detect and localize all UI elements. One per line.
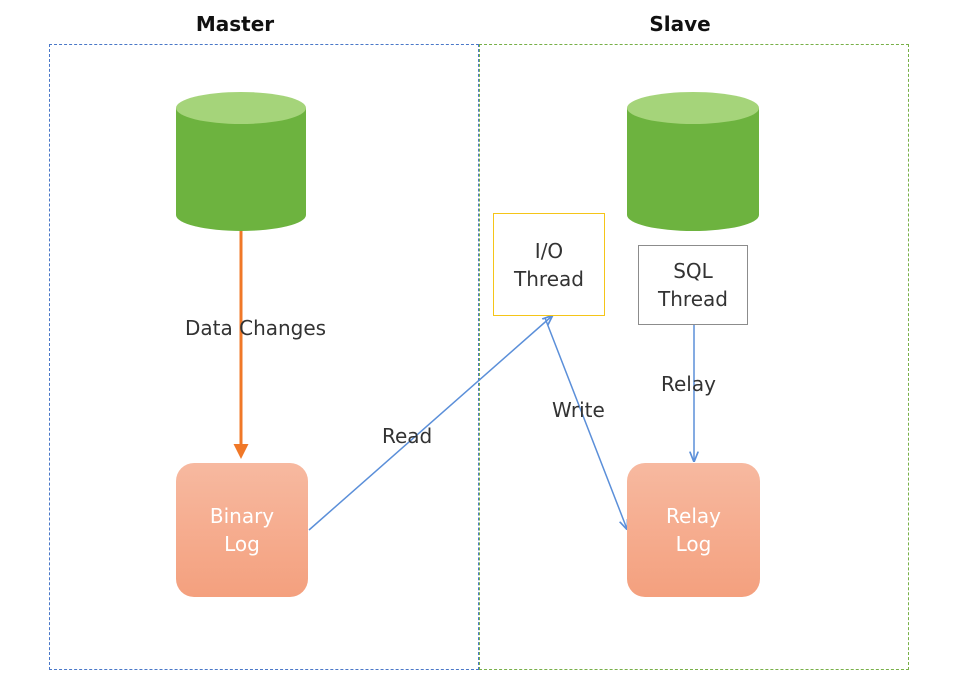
binary-log-label-line1: Binary [209, 504, 275, 528]
relay-log-label-line1: Relay [666, 504, 721, 528]
io-thread-label-line2: Thread [514, 266, 584, 291]
relay-label: Relay [661, 372, 716, 396]
io-thread-box: I/O Thread [493, 213, 605, 316]
sql-thread-box: SQL Thread [638, 245, 748, 325]
read-label: Read [382, 424, 433, 448]
relay-log-label-line2: Log [675, 532, 712, 556]
slave-title: Slave [649, 12, 711, 36]
data-changes-label: Data Changes [185, 316, 327, 340]
write-label: Write [552, 398, 605, 422]
sql-thread-label-line2: Thread [658, 287, 728, 311]
sql-thread-label-line1: SQL [673, 259, 713, 283]
binary-log-box: Binary Log [176, 463, 308, 597]
master-title: Master [195, 12, 275, 36]
relay-log-box: Relay Log [627, 463, 760, 597]
io-thread-label-line1: I/O [534, 238, 564, 263]
binary-log-label-line2: Log [224, 532, 260, 556]
